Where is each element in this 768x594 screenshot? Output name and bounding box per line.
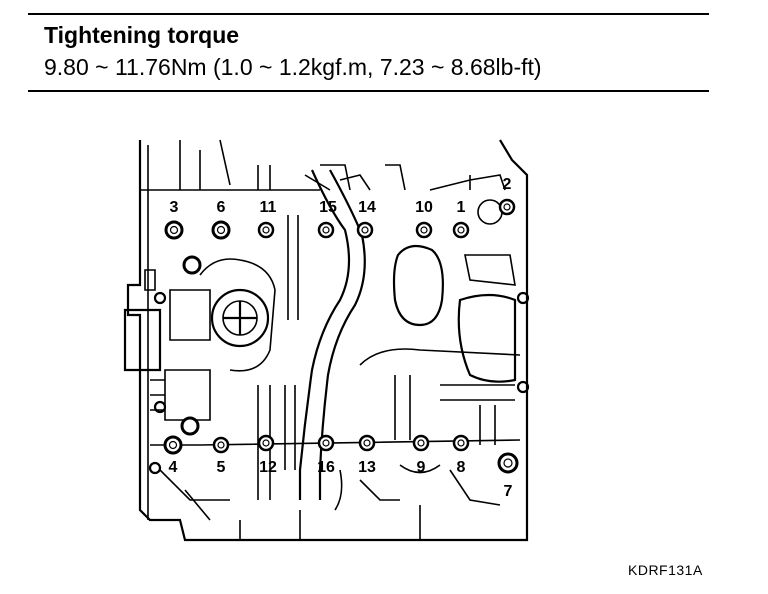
pump-bolt-lower [180,416,200,436]
bolt-label-5: 5 [217,459,226,476]
bolt-hole-8 [452,434,470,452]
bolt-hole-7 [497,452,519,474]
tightening-torque-title: Tightening torque [44,22,240,48]
bolt-label-2: 2 [503,176,512,193]
bolt-hole-6 [211,220,231,240]
bolt-label-4: 4 [169,459,178,476]
bolt-hole-13 [358,434,376,452]
bolt-label-7: 7 [504,483,513,500]
bolt-label-10: 10 [415,199,433,216]
tightening-torque-value: 9.80 ~ 11.76Nm (1.0 ~ 1.2kgf.m, 7.23 ~ 8… [44,54,542,80]
bolt-label-1: 1 [457,199,466,216]
engine-housing-drawing [123,139,530,542]
bolt-hole-3 [164,220,184,240]
top-rule [28,13,709,15]
bolt-label-14: 14 [358,199,376,216]
bolt-hole-15 [317,221,335,239]
bolt-label-12: 12 [259,459,277,476]
bolt-hole-2 [498,198,516,216]
bolt-label-3: 3 [170,199,179,216]
bolt-sequence-labels: 1 2 3 4 5 6 7 8 9 10 11 12 13 14 15 16 [169,176,513,500]
figure-code: KDRF131A [628,562,703,578]
bolt-label-13: 13 [358,459,376,476]
bolt-hole-14 [356,221,374,239]
bolt-label-15: 15 [319,199,337,216]
bolt-label-6: 6 [217,199,226,216]
bolt-hole-10 [415,221,433,239]
bolt-hole-5 [212,436,230,454]
bolt-holes [163,198,519,474]
bolt-label-11: 11 [260,199,277,216]
bolt-label-16: 16 [317,459,335,476]
pump-bolt-upper [182,255,202,275]
bottom-rule [28,90,709,92]
bolt-hole-1 [452,221,470,239]
bolt-label-9: 9 [417,459,426,476]
bolt-hole-9 [412,434,430,452]
bolt-hole-16 [317,434,335,452]
bolt-hole-4 [163,435,183,455]
bolt-label-8: 8 [457,459,466,476]
bolt-hole-11 [257,221,275,239]
bolt-hole-12 [257,434,275,452]
